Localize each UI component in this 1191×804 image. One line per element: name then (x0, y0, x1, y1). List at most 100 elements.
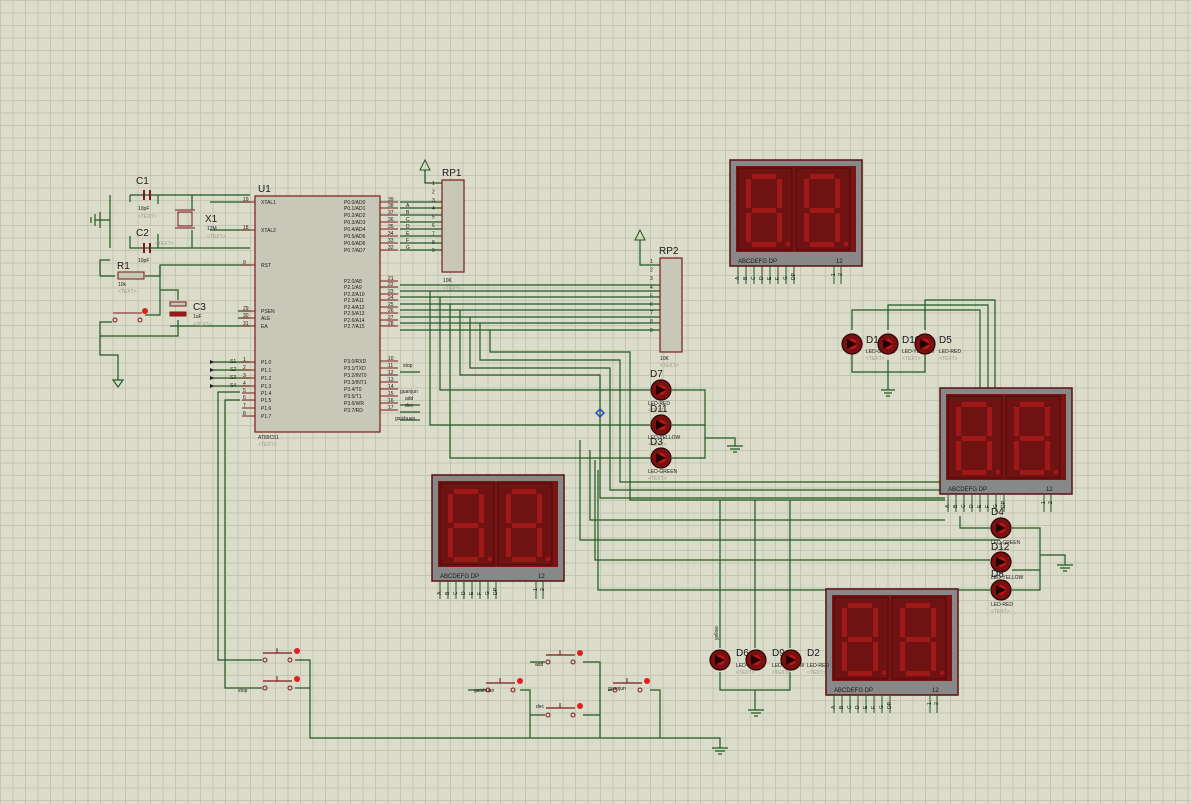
segment-b (1045, 407, 1050, 436)
u1-pin-number: 36 (388, 217, 394, 223)
segment-e (1014, 441, 1019, 470)
led-hint: <TEXT> (991, 609, 1010, 615)
segment-a (810, 174, 834, 179)
rp-pin-number: 1 (650, 259, 653, 265)
segment-b (835, 179, 840, 208)
display-pin-letter: C (961, 504, 967, 508)
push-button-dec[interactable]: dec (536, 703, 583, 718)
p0-bus-label: F (406, 238, 409, 244)
led-part: LED-RED (991, 602, 1013, 608)
segment-c (777, 213, 782, 242)
x1-hint: <TEXT> (207, 234, 226, 240)
capacitor-c3[interactable]: C3 1uF <TEXT> (169, 301, 212, 328)
button-contact (262, 657, 268, 663)
c2-value: 10pF (138, 258, 149, 264)
reset-switch[interactable] (112, 308, 148, 323)
u1-pin-number: 24 (388, 295, 394, 301)
u1-pin-name: P3.5/T1 (344, 394, 362, 400)
button-label: guanjun (608, 686, 626, 692)
display-digit-label: 12 (932, 688, 939, 694)
p1-arrow (210, 360, 214, 364)
rp-pin-number: 5 (432, 215, 435, 221)
display-pin-letter: G (485, 591, 491, 595)
rp-pin-number: 7 (432, 231, 435, 237)
u1-pin-number: 27 (388, 315, 394, 321)
c2-ref: C2 (136, 228, 149, 239)
p0-bus-label: C (406, 217, 410, 223)
segment-e (900, 642, 905, 671)
button-indicator-icon (644, 678, 650, 684)
push-button-unlabeled[interactable] (262, 648, 300, 663)
segment-f (1014, 407, 1019, 436)
button-indicator-icon (294, 648, 300, 654)
push-button-stop[interactable]: stop (238, 676, 300, 694)
u1-pin-name: EA (261, 324, 268, 330)
u1-pin-name: P1.5 (261, 398, 272, 404)
p3-net-label: gaishuan (395, 416, 416, 422)
u1-pin-name: P0.1/AD1 (344, 206, 366, 212)
button-contact (545, 712, 551, 718)
button-contact (287, 657, 293, 663)
rp-pin-number: 2 (650, 268, 653, 274)
led-ref: D1 (866, 335, 879, 346)
u1-text-hint: <TEXT> (258, 442, 277, 448)
u1-pin-number: 32 (388, 245, 394, 251)
crystal-x1[interactable]: X1 12M <TEXT> (175, 209, 226, 240)
push-button-gaishuan[interactable]: gaishuan (474, 678, 523, 694)
p1-arrow (210, 368, 214, 372)
x1-ref: X1 (205, 214, 218, 225)
display-pin-letter: DP (493, 587, 499, 595)
push-button-add[interactable]: add (535, 650, 583, 668)
led-arrow-icon (847, 339, 857, 349)
button-contact (262, 685, 268, 691)
led-hint: <TEXT> (939, 356, 958, 362)
push-buttons: stop gaishuan add dec guanjun (238, 648, 650, 718)
display-pin-letter: DP (791, 272, 797, 280)
display-pin-letter: D (855, 705, 861, 709)
display-pin-letter: E (977, 504, 983, 508)
display-pin-letter: B (445, 591, 451, 595)
display-pin-letter: G (879, 705, 885, 709)
capacitor-c1[interactable]: C1 10pF <TEXT> (136, 176, 157, 220)
segment-a (752, 174, 776, 179)
u1-pin-name: P0.3/AD3 (344, 220, 366, 226)
rp-pin-number: 9 (650, 328, 653, 334)
segment-dp (995, 469, 1001, 475)
display-digit-pin-number: 2 (934, 702, 940, 705)
c2-hint: <TEXT> (155, 241, 174, 247)
segment-c (987, 441, 992, 470)
p0-bus-label: A (406, 203, 410, 209)
led-ref: D7 (650, 369, 663, 380)
capacitor-c2[interactable]: C2 10pF <TEXT> (136, 228, 174, 264)
segment-c (1045, 441, 1050, 470)
display-digit-label: 12 (538, 574, 545, 580)
u1-pin-name: P2.6/A14 (344, 318, 365, 324)
u1-pin-name: P0.4/AD4 (344, 227, 366, 233)
u1-pin-number: 30 (243, 313, 249, 319)
u1-pin-name: ALE (261, 316, 271, 322)
resistor-r1[interactable]: R1 10k <TEXT> (117, 261, 145, 295)
push-button-guanjun[interactable]: guanjun (608, 678, 650, 693)
led-ref: D9 (772, 648, 785, 659)
display-pin-letter: B (953, 504, 959, 508)
u1-pin-number: 22 (388, 282, 394, 288)
led-arrow-icon (656, 453, 666, 463)
c3-hint: <TEXT> (193, 322, 212, 328)
display-pin-letter: B (839, 705, 845, 709)
